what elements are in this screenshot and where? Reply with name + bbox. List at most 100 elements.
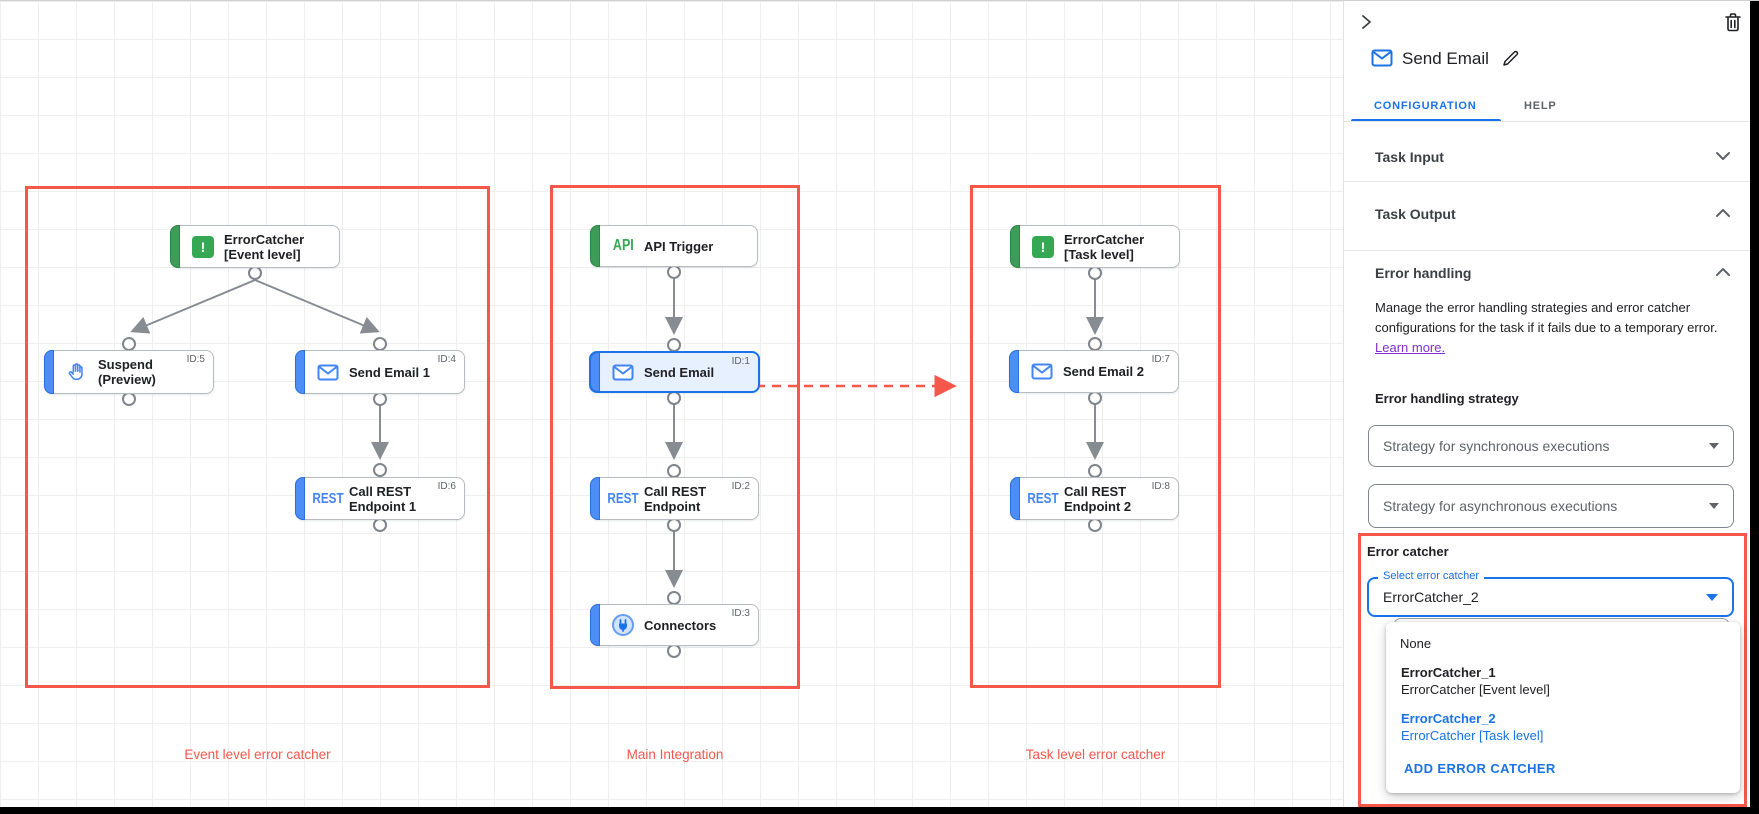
- node-accent-bar: [1009, 350, 1019, 393]
- node-accent-bar: [295, 350, 305, 394]
- error-catcher-label: Error catcher: [1367, 544, 1449, 559]
- node-id: ID:4: [437, 354, 456, 365]
- node-title: Send Email 2: [1063, 364, 1144, 379]
- rest-icon: REST: [607, 490, 639, 507]
- node-accent-bar: [590, 477, 600, 520]
- error-catcher-dropdown-menu: None ErrorCatcher_1 ErrorCatcher [Event …: [1386, 622, 1740, 793]
- group-label-main-integration: Main Integration: [626, 747, 724, 762]
- node-title: Call REST Endpoint 2: [1064, 483, 1132, 514]
- learn-more-link[interactable]: Learn more.: [1375, 340, 1446, 355]
- dropdown-caret-icon: [1709, 443, 1719, 449]
- edit-title-icon[interactable]: [1502, 50, 1519, 67]
- node-title: ErrorCatcher [Task level]: [1064, 231, 1145, 262]
- chevron-up-icon[interactable]: [1715, 207, 1731, 219]
- node-title: Connectors: [644, 617, 717, 633]
- rest-icon: REST: [1027, 490, 1059, 507]
- error-handling-strategy-label: Error handling strategy: [1375, 391, 1519, 406]
- chevron-up-icon[interactable]: [1715, 266, 1731, 278]
- node-accent-bar: [295, 477, 305, 520]
- active-tab-underline: [1351, 119, 1501, 122]
- group-label-task-level: Task level error catcher: [1025, 747, 1166, 762]
- async-strategy-dropdown[interactable]: Strategy for asynchronous executions: [1368, 484, 1734, 528]
- node-suspend-preview[interactable]: Suspend (Preview) ID:5: [44, 350, 214, 394]
- dropdown-caret-icon: [1709, 503, 1719, 509]
- screenshot-right-edge: [1750, 1, 1759, 814]
- node-accent-bar: [590, 352, 600, 392]
- node-id: ID:1: [731, 356, 750, 367]
- option-errorcatcher-2-name[interactable]: ErrorCatcher_2: [1401, 711, 1496, 726]
- collapse-panel-icon[interactable]: [1357, 13, 1375, 31]
- divider: [1344, 250, 1751, 251]
- send-email-title-icon: [1371, 49, 1393, 67]
- group-label-event-level: Event level error catcher: [184, 747, 331, 762]
- tab-help[interactable]: HELP: [1524, 100, 1557, 112]
- tab-configuration[interactable]: CONFIGURATION: [1374, 100, 1477, 112]
- node-error-catcher-task-level[interactable]: ! ErrorCatcher [Task level]: [1010, 225, 1180, 268]
- async-strategy-value: Strategy for asynchronous executions: [1383, 498, 1618, 514]
- sync-strategy-value: Strategy for synchronous executions: [1383, 438, 1610, 454]
- divider: [1344, 181, 1751, 182]
- node-send-email-selected[interactable]: Send Email ID:1: [589, 351, 760, 393]
- select-error-catcher-field[interactable]: ErrorCatcher_2: [1367, 577, 1734, 617]
- node-call-rest-endpoint-2[interactable]: REST Call REST Endpoint 2 ID:8: [1010, 477, 1179, 520]
- node-call-rest-endpoint-1[interactable]: REST Call REST Endpoint 1 ID:6: [295, 477, 465, 520]
- select-error-catcher-floating-label: Select error catcher: [1378, 570, 1484, 582]
- node-accent-bar: [1010, 477, 1020, 520]
- workflow-canvas[interactable]: Event level error catcher Main Integrati…: [0, 1, 1347, 814]
- node-id: ID:6: [437, 481, 456, 492]
- option-errorcatcher-2-sub[interactable]: ErrorCatcher [Task level]: [1401, 728, 1544, 743]
- divider: [1344, 121, 1751, 122]
- group-box-task-level: [970, 185, 1221, 688]
- node-title: Send Email: [644, 364, 715, 380]
- node-id: ID:5: [186, 354, 205, 365]
- node-accent-bar: [44, 350, 54, 394]
- section-error-handling[interactable]: Error handling: [1375, 265, 1472, 281]
- api-icon: API: [612, 237, 634, 254]
- node-title: Call REST Endpoint: [644, 483, 707, 514]
- panel-title: Send Email: [1402, 49, 1489, 68]
- error-catcher-icon: !: [188, 235, 218, 258]
- option-errorcatcher-1-sub[interactable]: ErrorCatcher [Event level]: [1401, 682, 1550, 697]
- email-icon: [608, 364, 638, 381]
- node-accent-bar: [1010, 225, 1020, 268]
- sync-strategy-dropdown[interactable]: Strategy for synchronous executions: [1368, 425, 1734, 467]
- node-id: ID:8: [1151, 481, 1170, 492]
- delete-task-icon[interactable]: [1724, 12, 1742, 32]
- option-none[interactable]: None: [1400, 636, 1432, 651]
- section-task-input[interactable]: Task Input: [1375, 149, 1444, 165]
- section-task-output[interactable]: Task Output: [1375, 206, 1456, 222]
- add-error-catcher-button[interactable]: ADD ERROR CATCHER: [1404, 761, 1556, 776]
- node-send-email-2[interactable]: Send Email 2 ID:7: [1009, 350, 1179, 393]
- chevron-down-icon[interactable]: [1715, 150, 1731, 162]
- node-send-email-1[interactable]: Send Email 1 ID:4: [295, 350, 465, 394]
- group-box-main-integration: [550, 185, 800, 689]
- node-connectors[interactable]: Connectors ID:3: [590, 604, 759, 646]
- description-line-2: configurations for the task if it fails …: [1375, 320, 1718, 335]
- node-error-catcher-event-level[interactable]: ! ErrorCatcher [Event level]: [170, 225, 340, 268]
- error-handling-description: Manage the error handling strategies and…: [1375, 298, 1735, 358]
- node-api-trigger[interactable]: API API Trigger: [590, 225, 758, 267]
- description-line-1: Manage the error handling strategies and…: [1375, 300, 1691, 315]
- selected-error-catcher-value: ErrorCatcher_2: [1383, 589, 1479, 605]
- node-title: Send Email 1: [349, 364, 430, 380]
- option-errorcatcher-1-name[interactable]: ErrorCatcher_1: [1401, 665, 1496, 680]
- screenshot-bottom-edge: [0, 807, 1759, 814]
- email-icon: [313, 364, 343, 381]
- dropdown-caret-icon: [1706, 593, 1718, 601]
- error-catcher-icon: !: [1028, 235, 1058, 258]
- email-icon: [1027, 363, 1057, 380]
- rest-icon: REST: [312, 490, 344, 507]
- connectors-icon: [608, 613, 638, 637]
- node-accent-bar: [170, 225, 180, 268]
- node-title: ErrorCatcher [Event level]: [224, 231, 305, 262]
- error-catcher-highlight-box: [1358, 533, 1747, 807]
- node-id: ID:3: [731, 608, 750, 619]
- node-title: Suspend (Preview): [98, 357, 156, 387]
- node-title: API Trigger: [644, 238, 714, 254]
- group-box-event-level: [25, 186, 490, 688]
- node-call-rest-endpoint[interactable]: REST Call REST Endpoint ID:2: [590, 477, 759, 520]
- hand-icon: [62, 361, 92, 383]
- task-config-panel: Send Email CONFIGURATION HELP Task Input…: [1343, 1, 1759, 814]
- node-id: ID:7: [1151, 354, 1170, 365]
- node-accent-bar: [590, 604, 600, 646]
